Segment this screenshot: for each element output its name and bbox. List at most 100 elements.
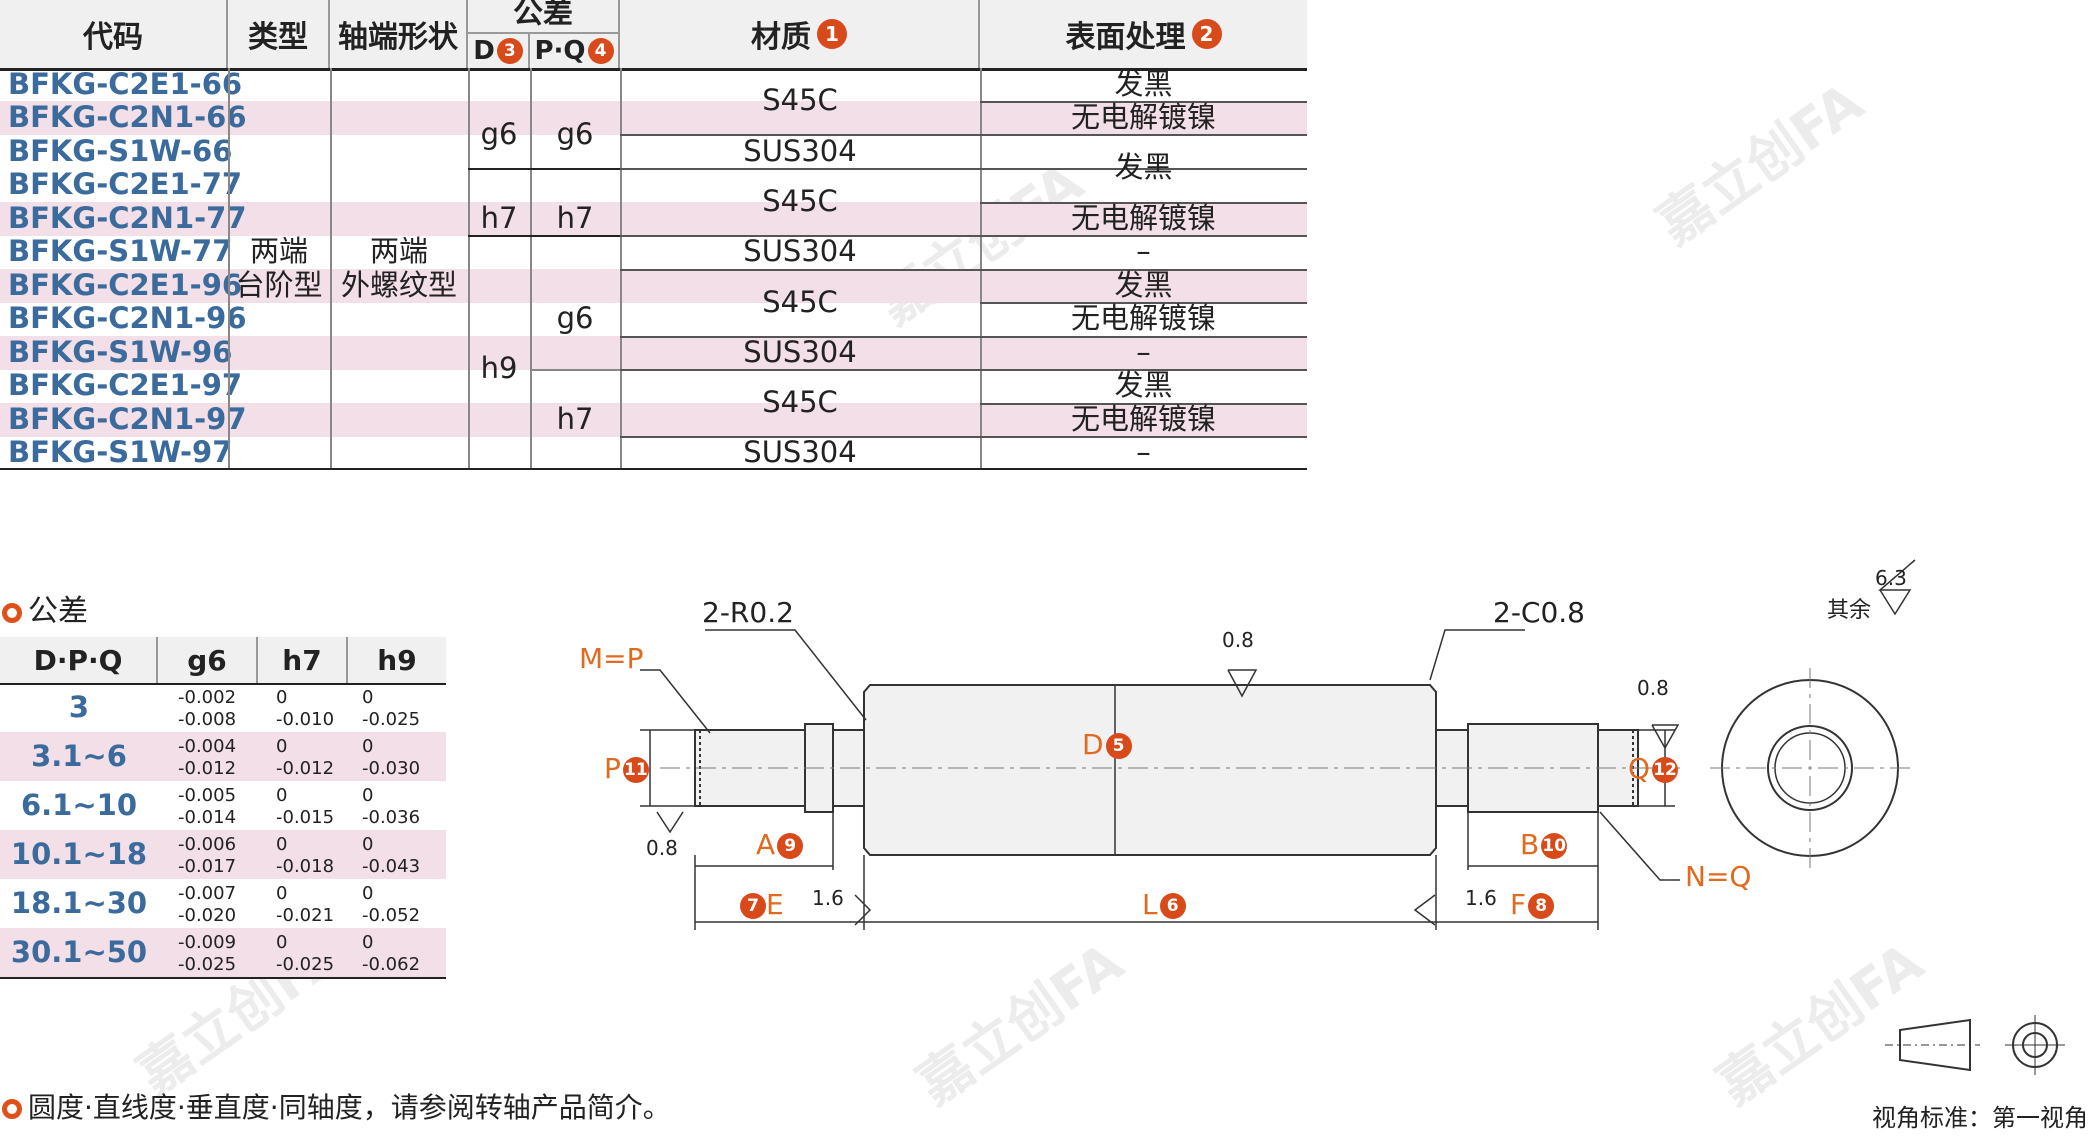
tol-value: -0.006 [178, 834, 237, 855]
tol-value: -0.009 [178, 932, 237, 953]
code-cell: BFKG-C2N1-96 [8, 301, 247, 335]
tol-value: -0.002 [178, 687, 237, 708]
badge-icon: 4 [587, 38, 614, 64]
header-shaft-shape: 轴端形状 [330, 0, 468, 68]
surface-cell: 无电解镀镍 [1070, 402, 1216, 436]
material-cell: S45C [762, 83, 838, 117]
surface-cell: 无电解镀镍 [1070, 100, 1216, 134]
roughness-label: 0.8 [1222, 628, 1254, 652]
shaft-drawing [640, 559, 1916, 930]
surface-cell: – [1136, 435, 1151, 469]
tol-value: -0.012 [276, 758, 335, 779]
d-cell: h9 [480, 351, 518, 385]
tol-header: D·P·Q [0, 637, 158, 683]
type-cell: 两端 [249, 234, 308, 268]
nq-label: N=Q [1685, 860, 1752, 893]
surface-cell: 无电解镀镍 [1070, 301, 1216, 335]
table-row [0, 403, 1307, 437]
tol-value: 0 [362, 687, 374, 708]
tol-value: -0.021 [276, 905, 335, 926]
table-row [0, 202, 1307, 236]
shape-cell: 两端 [369, 234, 428, 268]
watermark: 嘉立创FA [1646, 70, 1875, 257]
tol-value: 0 [276, 883, 288, 904]
code-cell: BFKG-C2N1-77 [8, 201, 247, 235]
material-cell: SUS304 [743, 335, 857, 369]
badge-icon: 2 [1191, 19, 1222, 49]
surface-cell: 发黑 [1114, 150, 1173, 184]
table-row [0, 269, 1307, 303]
d-cell: h7 [480, 201, 518, 235]
tol-value: -0.007 [178, 883, 237, 904]
footnote: 圆度·直线度·垂直度·同轴度，请参阅转轴产品简介。 [2, 1086, 671, 1126]
badge-icon: 1 [817, 19, 847, 49]
tol-value: -0.025 [362, 709, 421, 730]
material-cell: SUS304 [743, 435, 857, 469]
tol-value: -0.030 [362, 758, 421, 779]
tol-range: 6.1~10 [20, 788, 138, 822]
spec-table-header [0, 0, 1307, 71]
roughness-label: 1.6 [1465, 886, 1497, 910]
material-cell: S45C [762, 385, 838, 419]
roughness-label: 0.8 [646, 836, 678, 860]
tol-range: 10.1~18 [10, 837, 148, 871]
tol-value: 0 [362, 932, 374, 953]
c-note: 2-C0.8 [1493, 596, 1585, 629]
badge-icon: 12 [1652, 757, 1679, 783]
badge-icon: 6 [1159, 893, 1186, 919]
pq-cell: h7 [556, 402, 594, 436]
roughness-label: 6.3 [1875, 566, 1907, 590]
d-cell: g6 [480, 117, 518, 151]
surface-cell: 发黑 [1114, 67, 1173, 101]
code-cell: BFKG-C2N1-66 [8, 100, 247, 134]
tol-value: -0.018 [276, 856, 335, 877]
code-cell: BFKG-C2E1-97 [8, 368, 243, 402]
code-cell: BFKG-S1W-97 [8, 435, 233, 469]
tol-value: -0.005 [178, 785, 237, 806]
code-cell: BFKG-S1W-96 [8, 335, 233, 369]
material-cell: S45C [762, 184, 838, 218]
rest-label: 其余 [1827, 598, 1872, 623]
tol-range: 3 [68, 690, 90, 724]
tol-value: 0 [276, 834, 288, 855]
tol-range: 3.1~6 [31, 739, 127, 773]
tol-value: 0 [276, 687, 288, 708]
tol-value: -0.062 [362, 954, 421, 975]
ring-icon [2, 1099, 22, 1119]
tol-value: -0.043 [362, 856, 421, 877]
tol-value: 0 [362, 834, 374, 855]
material-cell: S45C [762, 285, 838, 319]
table-row [0, 101, 1307, 135]
tol-value: -0.008 [178, 709, 237, 730]
tol-value: -0.012 [178, 758, 237, 779]
code-cell: BFKG-C2N1-97 [8, 402, 247, 436]
tol-value: -0.014 [178, 807, 237, 828]
projection-icon [1885, 1015, 2065, 1075]
header-code: 代码 [0, 0, 228, 68]
tol-value: 0 [362, 736, 374, 757]
mp-label: M=P [579, 642, 644, 675]
badge-icon: 5 [1105, 733, 1132, 759]
tol-value: 0 [362, 883, 374, 904]
tolerance-title: 公差 [2, 586, 88, 630]
tol-header: h7 [258, 637, 348, 683]
shape-cell: 外螺纹型 [340, 268, 457, 302]
table-row [0, 336, 1307, 370]
header-tolerance: 公差 [468, 0, 620, 34]
badge-icon: 11 [622, 757, 649, 783]
tol-value: -0.052 [362, 905, 421, 926]
